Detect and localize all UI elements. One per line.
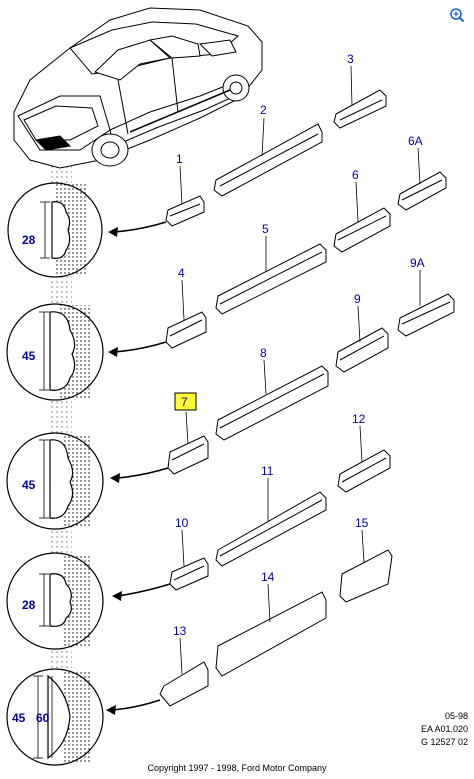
callout-9a[interactable]: 9A	[410, 256, 425, 270]
callout-12[interactable]: 12	[352, 412, 366, 426]
callout-5[interactable]: 5	[262, 222, 269, 236]
part-11	[215, 491, 327, 567]
part-15	[339, 549, 393, 603]
callout-15[interactable]: 15	[355, 516, 369, 530]
leader-lines	[179, 65, 421, 675]
callout-11[interactable]: 11	[261, 464, 274, 478]
dimension-label: 60	[36, 711, 50, 725]
part-14	[215, 591, 327, 677]
part-5	[215, 243, 327, 315]
part-13	[159, 661, 209, 707]
part-3	[333, 89, 387, 129]
callout-2[interactable]: 2	[260, 103, 267, 117]
callout-13[interactable]: 13	[173, 624, 187, 638]
part-9	[335, 327, 389, 373]
dimension-label: 28	[22, 598, 36, 612]
part-1	[165, 195, 205, 227]
car-illustration	[13, 7, 263, 169]
callout-7[interactable]: 7	[181, 395, 188, 409]
part-6a	[397, 171, 447, 211]
highlight-box	[174, 392, 197, 411]
copyright: Copyright 1997 - 1998, Ford Motor Compan…	[147, 763, 327, 773]
callout-3[interactable]: 3	[347, 52, 354, 66]
callout-9[interactable]: 9	[354, 292, 361, 306]
part-8	[215, 365, 329, 441]
callout-6a[interactable]: 6A	[408, 134, 423, 148]
callout-8[interactable]: 8	[260, 346, 267, 360]
dimension-label: 28	[22, 233, 36, 247]
dimension-label: 45	[12, 711, 26, 725]
meta-ref: EA A01.020	[420, 724, 468, 734]
callout-1[interactable]: 1	[176, 152, 183, 166]
callout-6[interactable]: 6	[352, 168, 359, 182]
mouldings	[159, 89, 455, 707]
part-10	[169, 557, 209, 591]
part-4	[165, 311, 207, 349]
part-9a	[397, 293, 455, 337]
arrow-heads	[106, 227, 122, 715]
section-arrows	[111, 221, 171, 711]
part-12	[337, 449, 391, 493]
part-6	[333, 207, 391, 253]
callout-4[interactable]: 4	[178, 266, 185, 280]
meta-code: G 12527 02	[420, 737, 468, 747]
dimension-label: 45	[22, 349, 36, 363]
callout-14[interactable]: 14	[261, 570, 275, 584]
magnify-icon[interactable]	[448, 6, 466, 24]
section-profiles	[47, 201, 76, 760]
meta-date: 05-98	[444, 711, 468, 721]
callout-10[interactable]: 10	[175, 516, 189, 530]
dimension-label: 45	[22, 478, 36, 492]
dimension-lines	[33, 201, 53, 759]
